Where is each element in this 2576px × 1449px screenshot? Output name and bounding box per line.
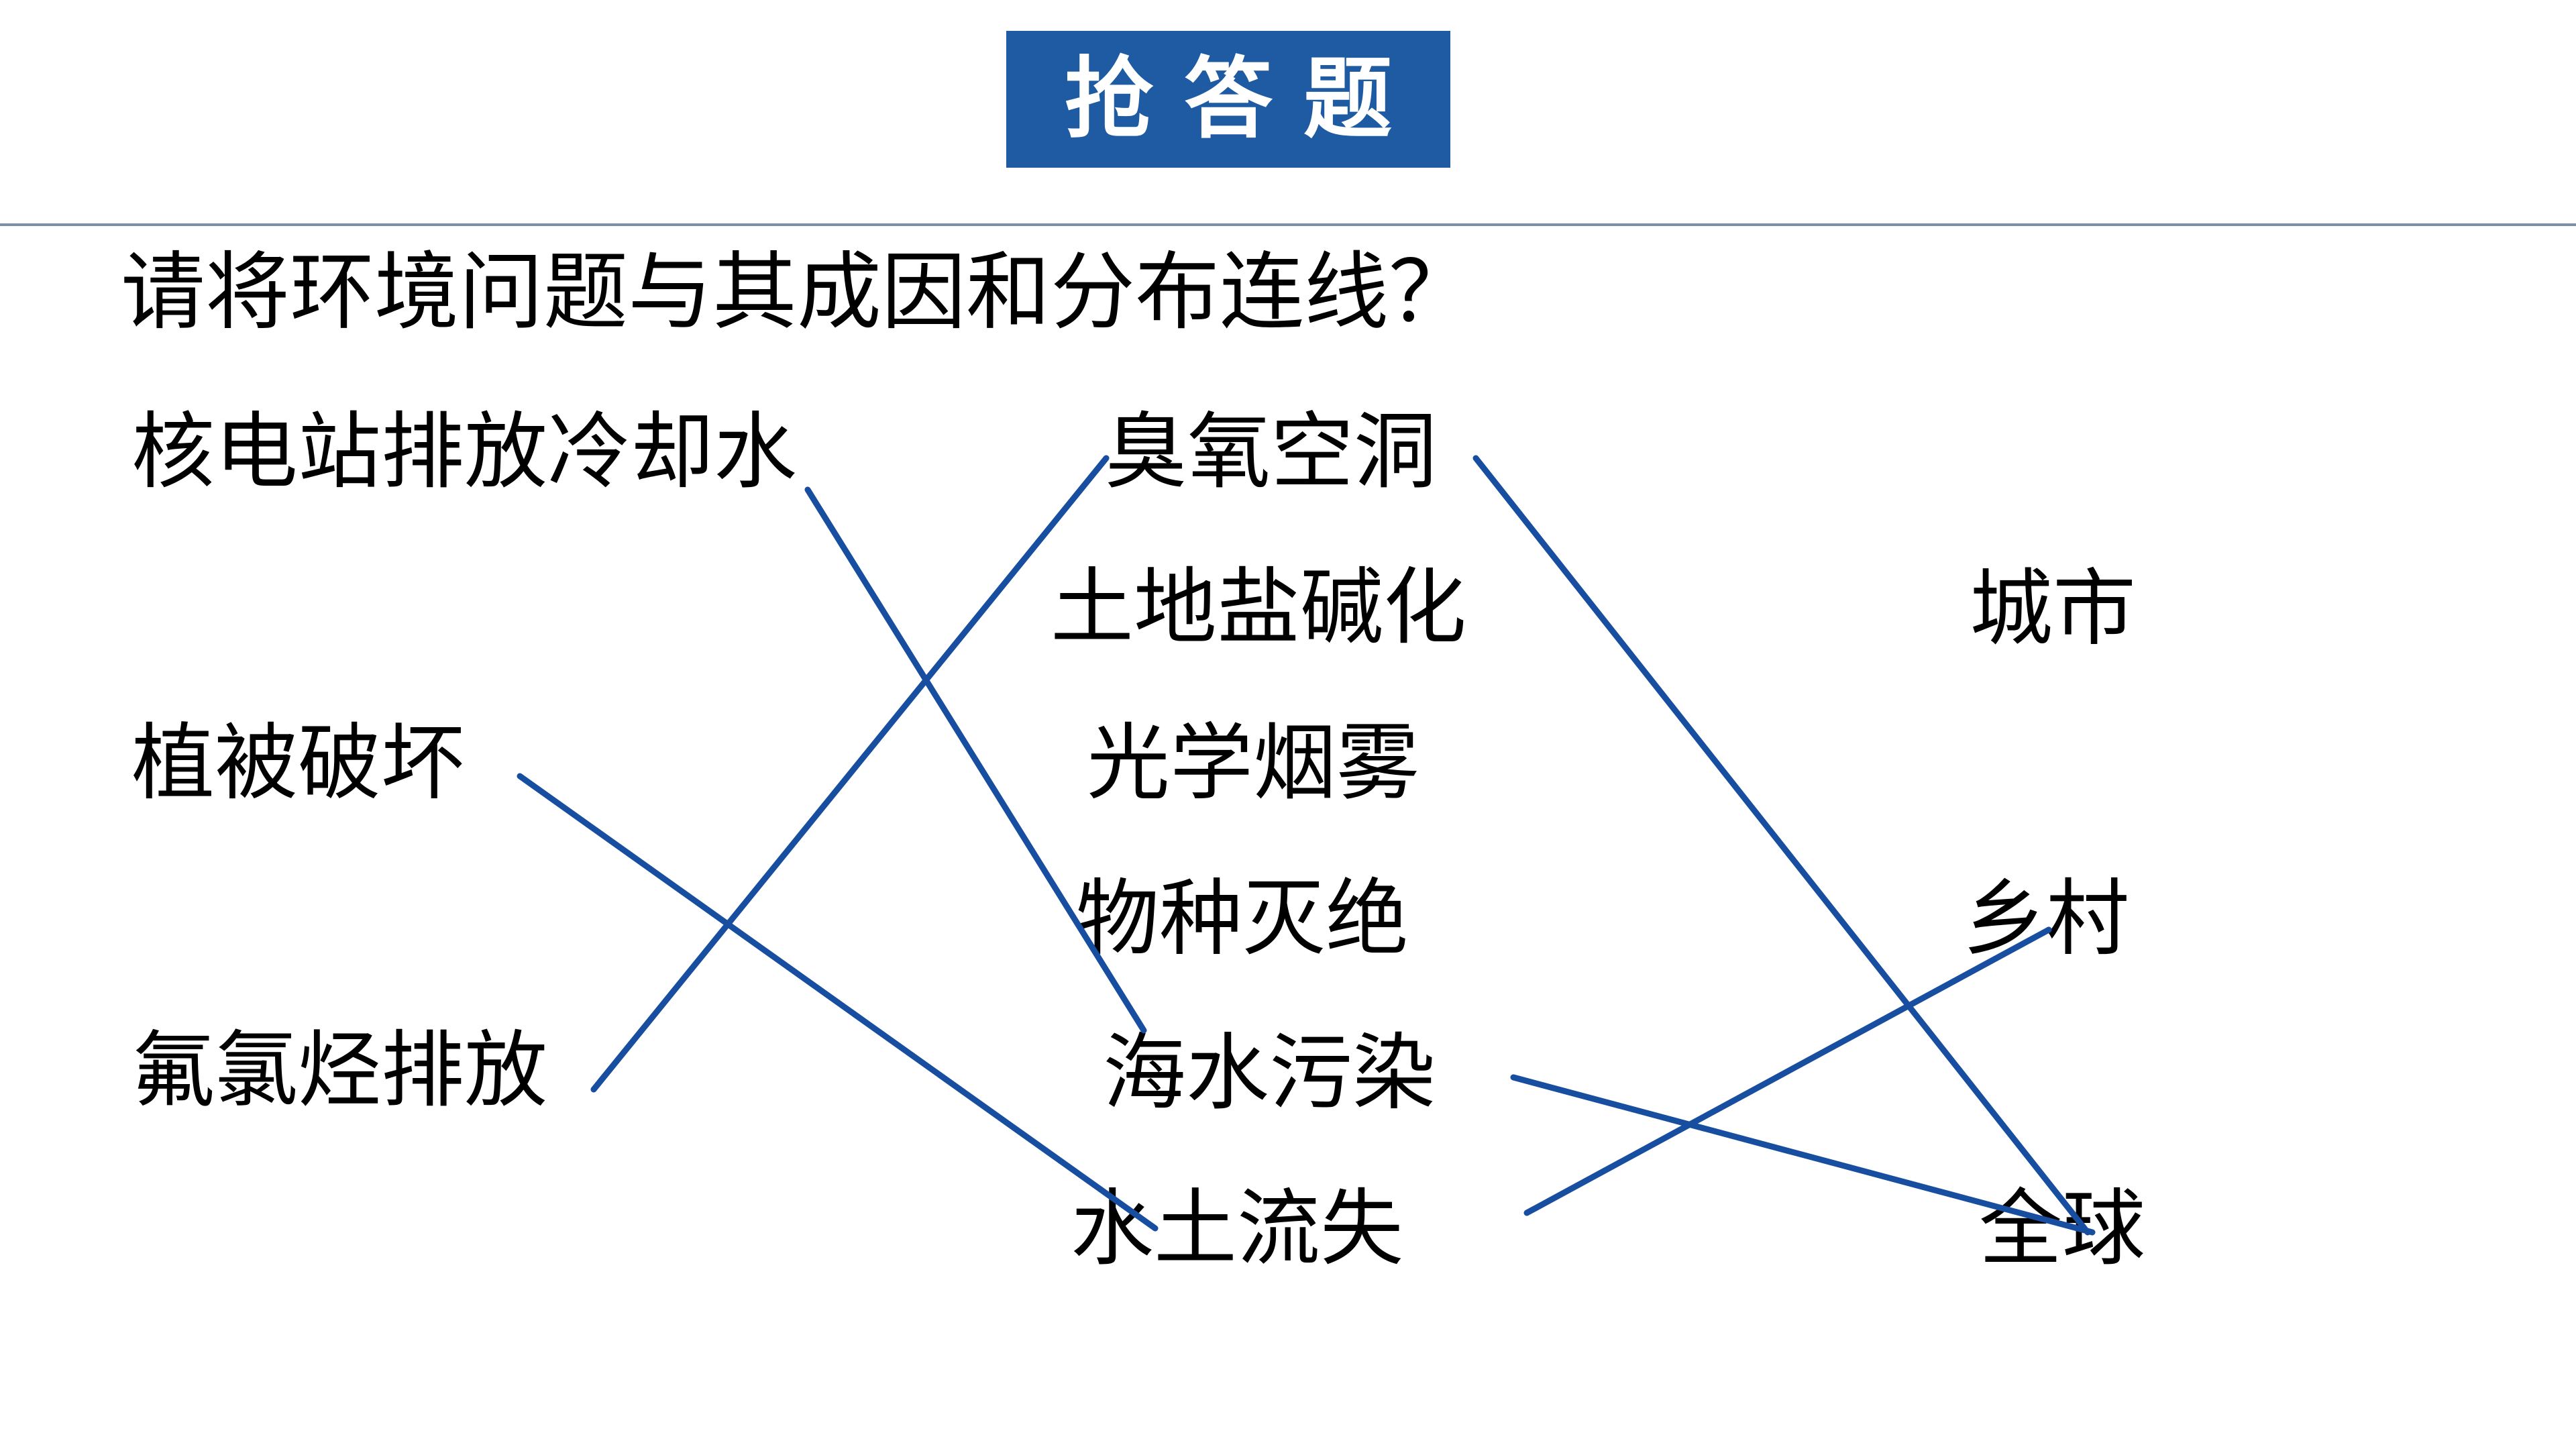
cause-cooling-water[interactable]: 核电站排放冷却水 [131,404,798,500]
problem-salinization[interactable]: 土地盐碱化 [1051,559,1467,656]
link-cfc-to-ozone [590,455,1110,1093]
problem-soil-erosion[interactable]: 水土流失 [1071,1181,1404,1277]
title-text: 抢答题 [1065,48,1423,151]
link-vegetation-to-soil-erosion [517,773,1159,1232]
problem-sea-pollution[interactable]: 海水污染 [1103,1025,1436,1122]
cause-vegetation[interactable]: 植被破坏 [131,715,465,812]
region-global[interactable]: 全球 [1979,1181,2146,1277]
problem-ozone-hole[interactable]: 臭氧空洞 [1104,404,1438,500]
region-city[interactable]: 城市 [1970,561,2137,657]
title-banner: 抢答题 [1006,31,1450,168]
header-divider [0,223,2576,226]
region-village[interactable]: 乡村 [1963,871,2130,967]
link-soil-erosion-to-village [1523,926,2052,1216]
cause-cfc[interactable]: 氟氯烃排放 [131,1022,548,1119]
question-text: 请将环境问题与其成因和分布连线？ [121,243,1473,341]
problem-extinction[interactable]: 物种灭绝 [1076,871,1409,967]
problem-smog[interactable]: 光学烟雾 [1087,715,1420,812]
